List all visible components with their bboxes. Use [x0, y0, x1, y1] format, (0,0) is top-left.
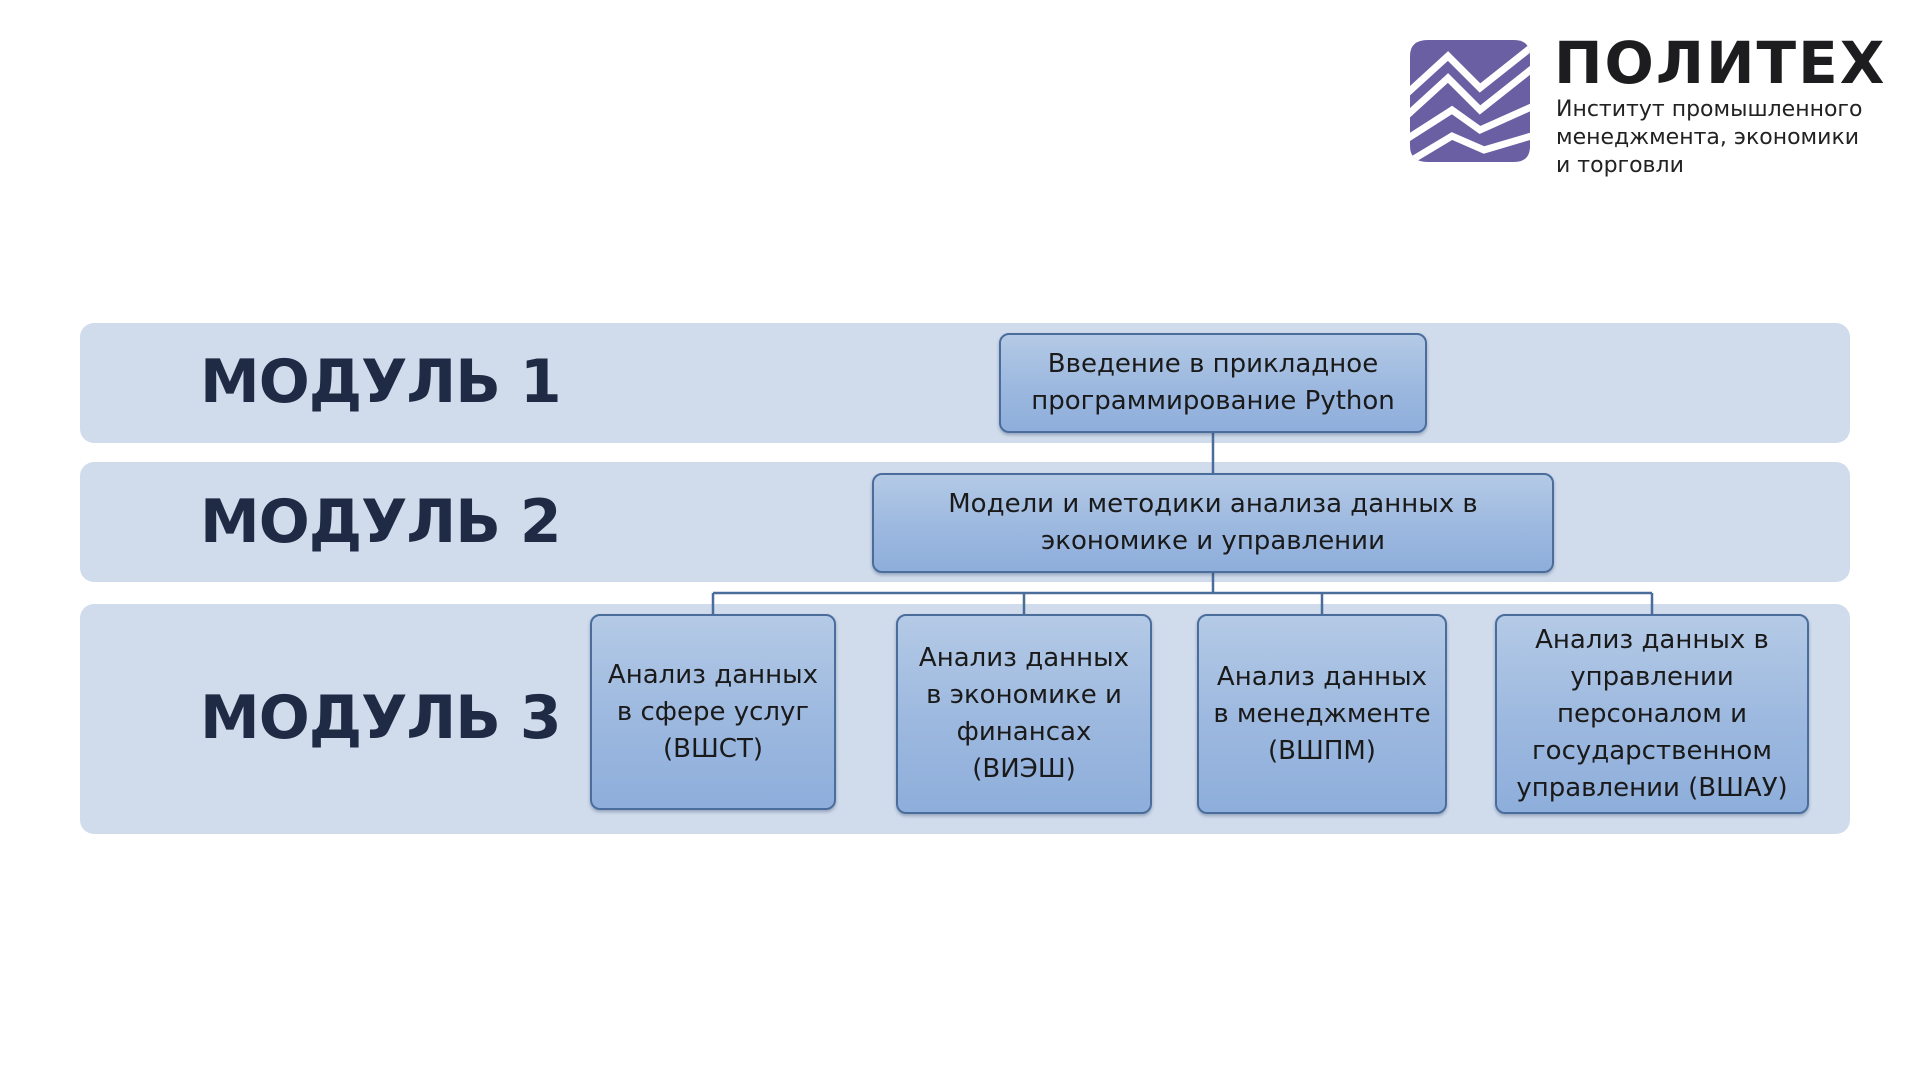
- node-line: управлении: [1570, 661, 1734, 692]
- logo-subtitle-line: менеджмента, экономики: [1556, 125, 1860, 150]
- politeh-logo: ПОЛИТЕХ Институт промышленного менеджмен…: [1408, 34, 1884, 180]
- node-line: Введение в прикладное: [1047, 349, 1379, 379]
- node-line: Модели и методики анализа данных в: [948, 489, 1478, 519]
- module-1-band: [80, 323, 1850, 443]
- module-2-label: МОДУЛЬ 2: [200, 487, 562, 557]
- node-line: управлении (ВШАУ): [1516, 772, 1788, 803]
- logo-subtitle-line: Институт промышленного: [1556, 97, 1863, 122]
- logo-subtitle: Институт промышленного менеджмента, экон…: [1556, 96, 1862, 180]
- node-line: персоналом и: [1557, 698, 1747, 729]
- module-3-label: МОДУЛЬ 3: [200, 683, 562, 753]
- node-line: в менеджменте: [1213, 698, 1431, 729]
- node-intro-python: Введение в прикладное программирование P…: [999, 333, 1427, 433]
- chart-zigzag-logo-icon: [1410, 40, 1530, 162]
- node-line: Анализ данных: [1216, 661, 1428, 692]
- node-line: (ВИЭШ): [972, 754, 1076, 784]
- node-data-analysis-models: Модели и методики анализа данных в эконо…: [872, 473, 1554, 573]
- node-line: экономике и управлении: [1041, 526, 1385, 556]
- node-line: Анализ данных в: [1535, 624, 1769, 655]
- node-line: программирование Python: [1031, 386, 1395, 416]
- node-hr-public-admin-analysis: Анализ данных в управлении персоналом и …: [1495, 614, 1809, 814]
- node-management-analysis: Анализ данных в менеджменте (ВШПМ): [1197, 614, 1447, 814]
- node-line: в сфере услуг: [616, 696, 810, 727]
- node-line: в экономике и: [926, 680, 1122, 710]
- node-line: Анализ данных: [918, 643, 1130, 673]
- node-services-analysis: Анализ данных в сфере услуг (ВШСТ): [590, 614, 836, 810]
- node-line: Анализ данных: [607, 659, 819, 690]
- node-line: (ВШСТ): [663, 733, 763, 764]
- logo-subtitle-line: и торговли: [1556, 153, 1684, 178]
- node-line: (ВШПМ): [1268, 735, 1376, 766]
- logo-title: ПОЛИТЕХ: [1554, 29, 1887, 97]
- node-economics-finance-analysis: Анализ данных в экономике и финансах (ВИ…: [896, 614, 1152, 814]
- node-line: финансах: [956, 717, 1092, 747]
- node-line: государственном: [1532, 735, 1772, 766]
- module-1-label: МОДУЛЬ 1: [200, 347, 562, 417]
